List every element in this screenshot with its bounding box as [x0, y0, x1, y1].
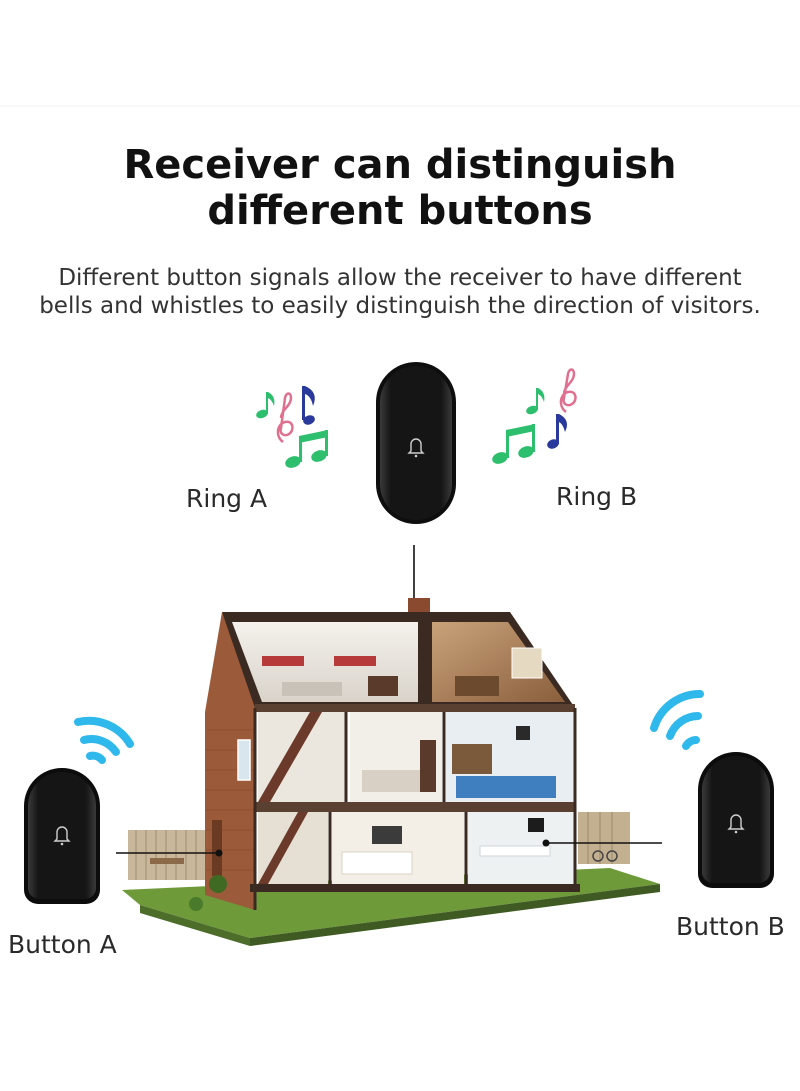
note-navy-icon — [302, 386, 315, 425]
note-green-small-icon — [256, 392, 275, 419]
music-notes-icon-right — [492, 368, 577, 464]
button-a-label: Button A — [8, 930, 117, 959]
button-b-device — [698, 752, 774, 888]
receiver-device — [376, 362, 456, 524]
title-line-2: different buttons — [207, 188, 593, 234]
receiver-bell-icon — [407, 438, 425, 458]
button-a-signal-icon — [74, 716, 134, 764]
button-a-device — [24, 768, 100, 904]
house-illustration — [122, 598, 660, 946]
ring-a-label: Ring A — [186, 484, 268, 513]
note-green-double-right-icon — [492, 424, 535, 464]
note-pink-clef-right-icon — [559, 368, 577, 413]
subtitle-line-2: bells and whistles to easily distinguish… — [39, 293, 761, 319]
note-navy-right-icon — [547, 414, 567, 449]
button-b-label: Button B — [676, 912, 785, 941]
ring-b-label: Ring B — [556, 482, 638, 511]
title-line-1: Receiver can distinguish — [123, 142, 677, 188]
button-a-bell-icon — [53, 826, 71, 846]
page-subtitle: Different button signals allow the recei… — [0, 264, 800, 320]
button-b-signal-icon — [650, 689, 704, 750]
subtitle-line-1: Different button signals allow the recei… — [58, 265, 742, 291]
button-b-bell-icon — [727, 814, 745, 834]
note-pink-clef-icon — [276, 392, 294, 443]
page-title: Receiver can distinguish different butto… — [0, 142, 800, 234]
note-green-double-icon — [285, 430, 328, 468]
note-green-small-right-icon — [526, 388, 545, 415]
music-notes-icon-left — [256, 386, 328, 468]
